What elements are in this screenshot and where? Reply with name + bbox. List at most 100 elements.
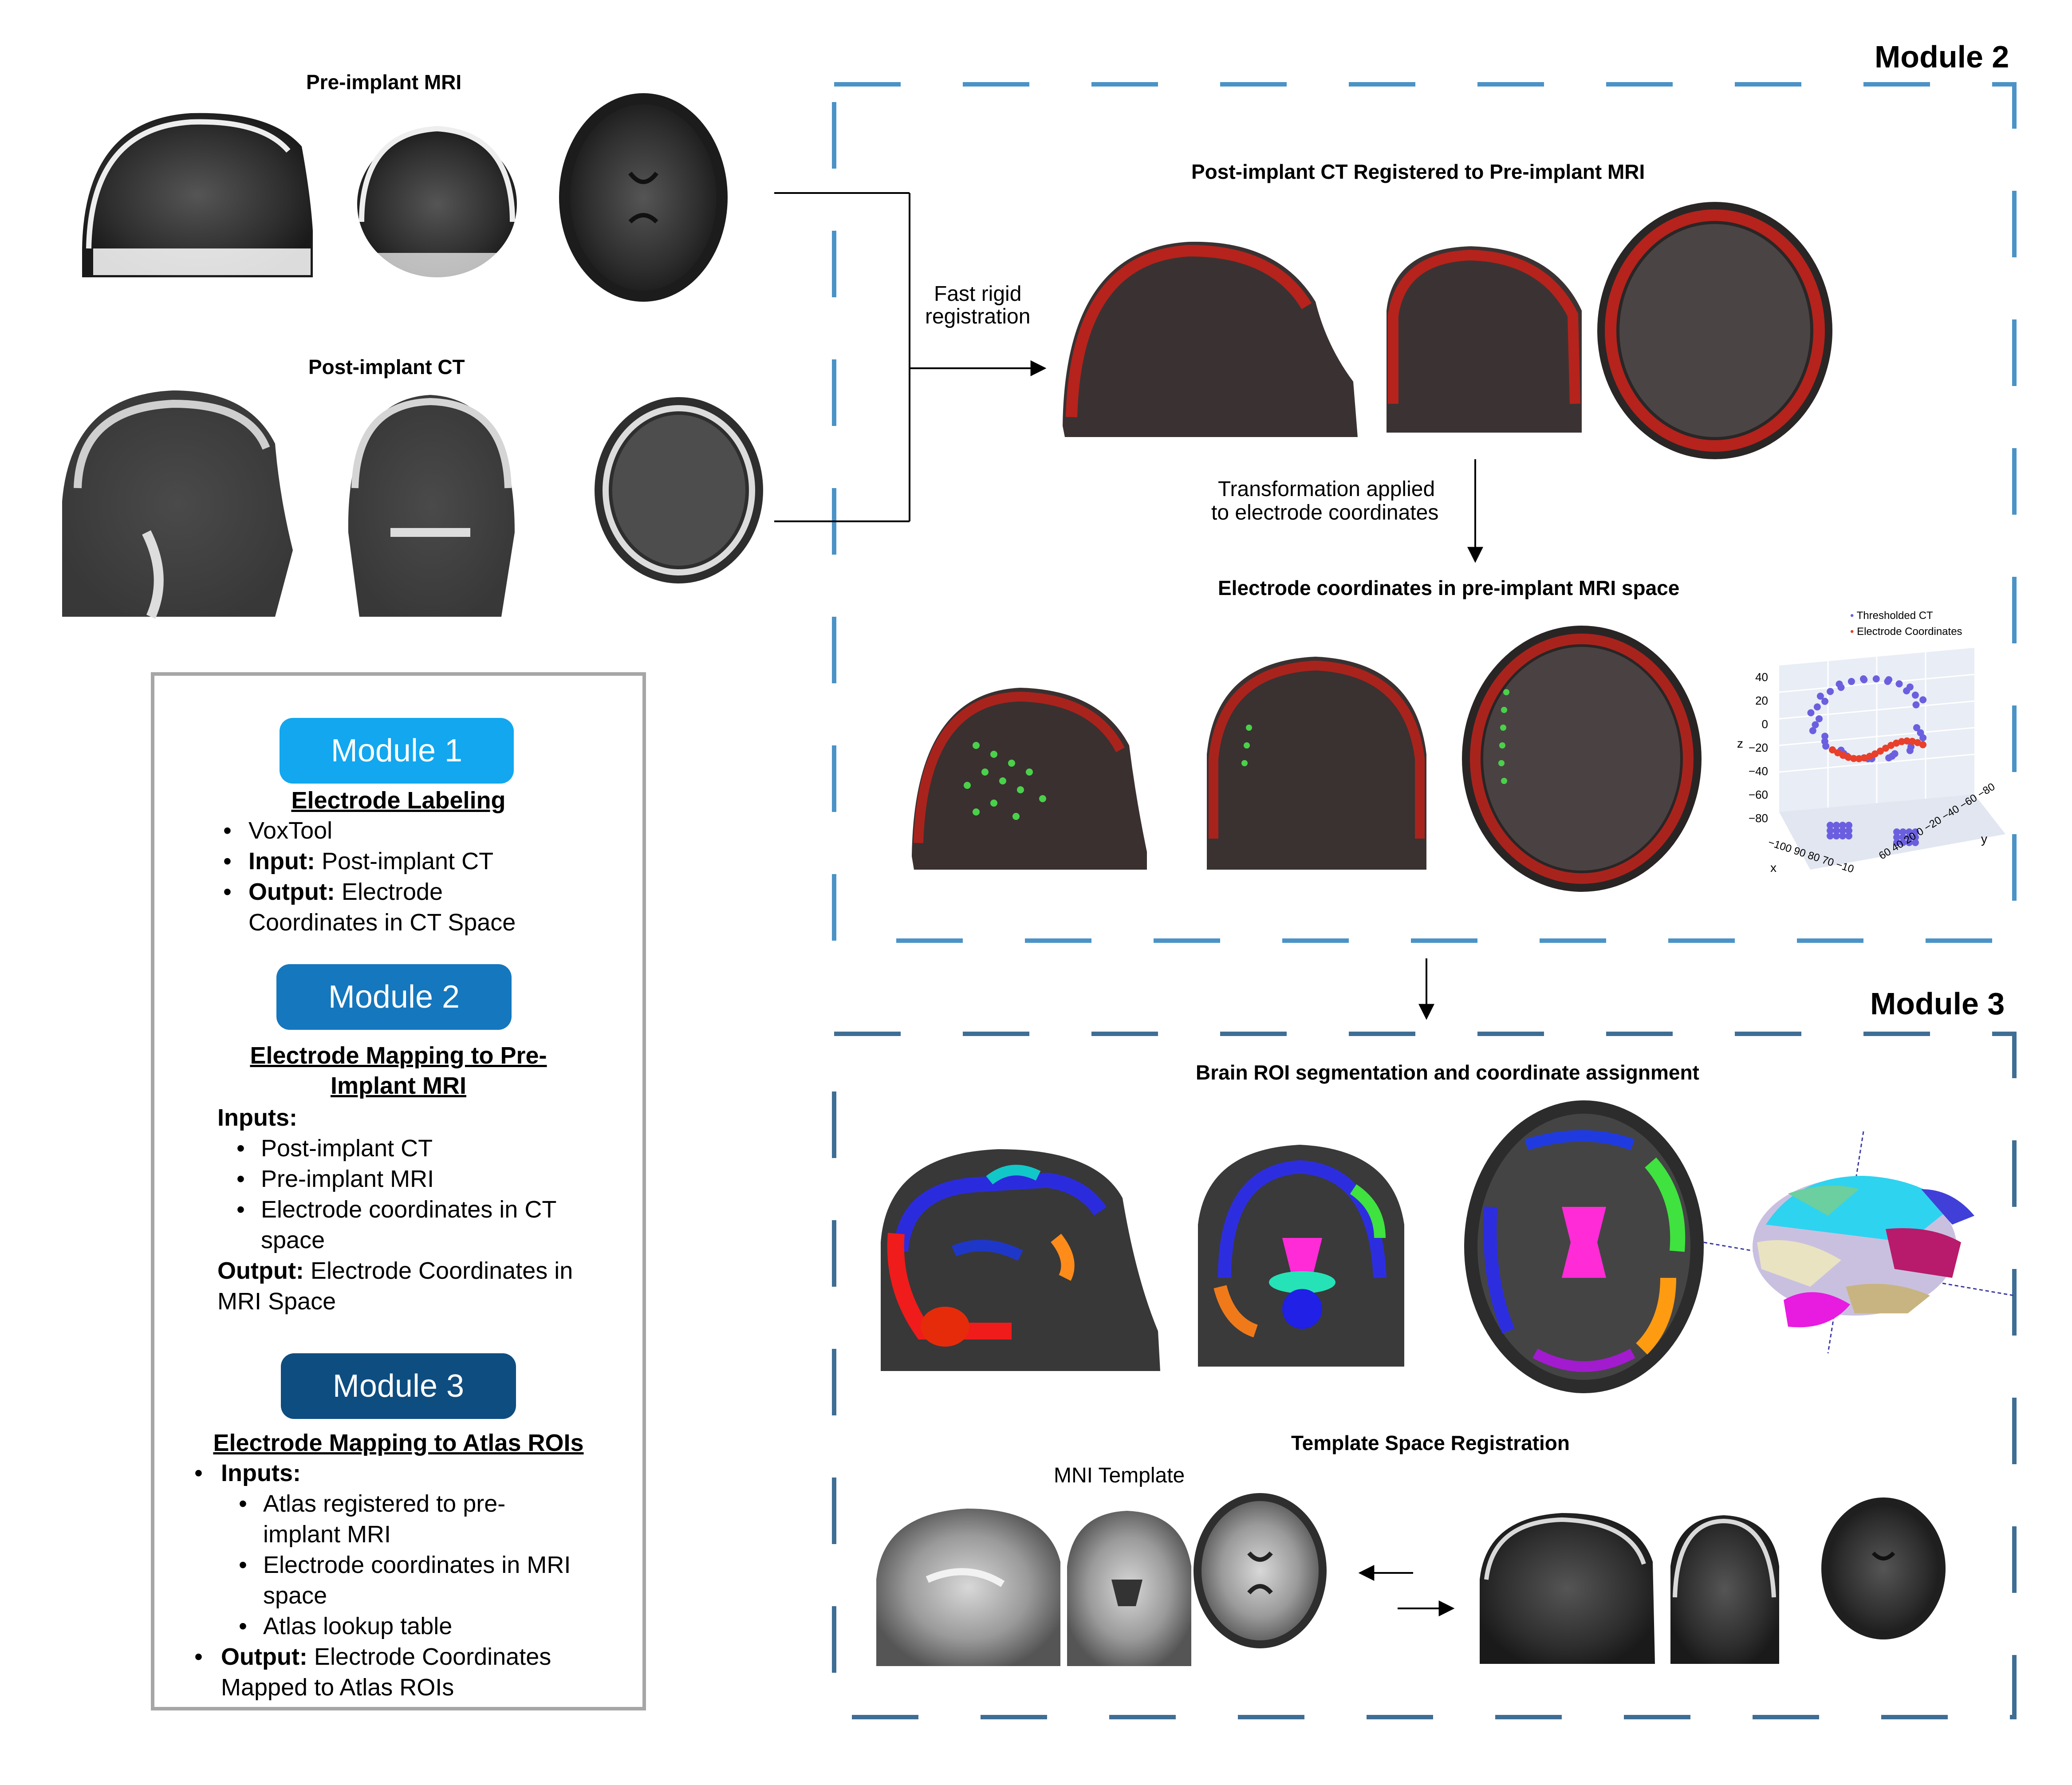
module2-pill: Module 2: [276, 964, 512, 1030]
module1-output-cont: Coordinates in CT Space: [248, 909, 516, 936]
fast-rigid-label-2: registration: [925, 305, 1031, 328]
ct-point: [1827, 688, 1834, 695]
ct-point: [1839, 827, 1846, 834]
z-tick-label: 0: [1761, 717, 1768, 731]
module3-input-lookup: Atlas lookup table: [263, 1613, 453, 1639]
bullet: •: [236, 1166, 245, 1192]
roi-axial-scan: [1464, 1100, 1704, 1393]
registered-title: Post-implant CT Registered to Pre-implan…: [1191, 160, 1645, 183]
electrode-point: [1855, 755, 1863, 762]
electrode-point: [1845, 753, 1852, 761]
ct-point: [1847, 678, 1855, 685]
z-tick-label: −40: [1748, 764, 1768, 778]
subject-sagittal-scan: [1480, 1513, 1655, 1664]
ct-point: [1899, 839, 1907, 846]
ct-point: [1845, 832, 1852, 839]
module3-input-atlas: Atlas registered to pre-: [263, 1490, 506, 1517]
roi-3d-brain-render: [1703, 1131, 2015, 1354]
subject-axial-scan: [1821, 1497, 1946, 1639]
ct-point: [1919, 696, 1927, 704]
electrode-point: [1887, 741, 1895, 749]
module2-input-coords-cont: space: [261, 1227, 325, 1253]
ct-point: [1919, 734, 1927, 741]
pre-mri-axial-scan: [559, 93, 728, 302]
electrode-sagittal-scan: [912, 688, 1147, 870]
module3-input-atlas-cont: implant MRI: [263, 1521, 391, 1548]
electrode-point: [1903, 737, 1910, 745]
roi-coronal-scan: [1198, 1145, 1404, 1367]
module3-title: Electrode Mapping to Atlas ROIs: [213, 1430, 584, 1456]
module2-header: Module 2: [1875, 39, 2009, 74]
ct-point: [1884, 678, 1891, 685]
legend-entry-electrode: • Electrode Coordinates: [1850, 626, 1962, 638]
ct-point: [1827, 832, 1834, 839]
bullet: •: [239, 1490, 247, 1517]
y-axis-label: y: [1981, 832, 1987, 846]
ct-point: [1906, 828, 1913, 835]
ct-point: [1813, 703, 1821, 711]
mni-template-label: MNI Template: [1054, 1464, 1185, 1487]
mni-axial-scan: [1194, 1493, 1327, 1648]
module2-dashed-box: [832, 82, 2017, 943]
module3-pill: Module 3: [281, 1353, 516, 1419]
ct-point: [1821, 738, 1828, 745]
pre-mri-title: Pre-implant MRI: [306, 71, 462, 94]
registered-sagittal-scan: [1063, 241, 1358, 437]
ct-point: [1912, 839, 1919, 846]
ct-point: [1872, 675, 1880, 682]
bullet: •: [194, 1643, 203, 1670]
module3-input-coords: Electrode coordinates in MRI: [263, 1552, 571, 1578]
ct-point: [1912, 701, 1920, 709]
electrode-point: [1919, 741, 1926, 749]
transform-label-1: Transformation applied: [1218, 477, 1435, 501]
module3-dashed-box: [832, 1032, 2017, 1719]
module3-inputs-label: Inputs:: [221, 1460, 301, 1486]
ct-point: [1899, 834, 1907, 841]
transform-label-2: to electrode coordinates: [1211, 501, 1439, 524]
bullet: •: [239, 1613, 247, 1639]
electrode-3d-scatter-plot: [1779, 648, 2005, 870]
electrode-coronal-scan: [1207, 657, 1426, 870]
roi-sagittal-scan: [881, 1149, 1160, 1371]
z-tick-label: 20: [1755, 694, 1768, 707]
plot-legend: • Thresholded CT • Electrode Coordinates: [1850, 608, 1962, 640]
electrode-point: [1898, 738, 1905, 745]
bullet: •: [236, 1135, 245, 1162]
z-axis-label: z: [1737, 737, 1743, 750]
ct-point: [1836, 680, 1843, 688]
ct-point: [1893, 839, 1900, 846]
module1-output: Output: Electrode: [248, 879, 443, 905]
template-title: Template Space Registration: [1291, 1431, 1570, 1454]
ct-point: [1885, 754, 1893, 762]
module2-title-line1: Electrode Mapping to Pre-: [250, 1042, 547, 1069]
x-axis-label: x: [1770, 861, 1777, 875]
electrode-point: [1909, 737, 1916, 745]
mni-coronal-scan: [1067, 1511, 1191, 1666]
mni-sagittal-scan: [876, 1509, 1060, 1666]
post-ct-sagittal-scan: [62, 390, 293, 619]
fast-rigid-label-1: Fast rigid: [934, 282, 1022, 306]
electrode-point: [1840, 752, 1847, 759]
module3-output-cont: Mapped to Atlas ROIs: [221, 1674, 454, 1701]
electrode-point: [1829, 746, 1836, 753]
bullet: •: [223, 848, 232, 875]
bullet: •: [236, 1196, 245, 1223]
module2-input-ct: Post-implant CT: [261, 1135, 433, 1162]
module3-input-coords-cont: space: [263, 1582, 327, 1609]
bullet: •: [194, 1460, 203, 1486]
roi-title: Brain ROI segmentation and coordinate as…: [1196, 1061, 1699, 1084]
post-ct-title: Post-implant CT: [308, 355, 465, 378]
z-tick-label: −80: [1748, 812, 1768, 825]
module1-input: Input: Post-implant CT: [248, 848, 494, 875]
ct-point: [1833, 832, 1840, 839]
module3-header: Module 3: [1870, 986, 2005, 1021]
post-ct-coronal-scan: [348, 395, 515, 617]
ct-point: [1839, 832, 1846, 839]
ct-point: [1821, 733, 1829, 740]
ct-point: [1860, 675, 1867, 682]
electrode-point: [1882, 745, 1889, 752]
module2-title-line2: Implant MRI: [331, 1072, 466, 1099]
electrode-point: [1914, 739, 1921, 746]
ct-point: [1809, 727, 1816, 734]
ct-point: [1913, 724, 1920, 731]
